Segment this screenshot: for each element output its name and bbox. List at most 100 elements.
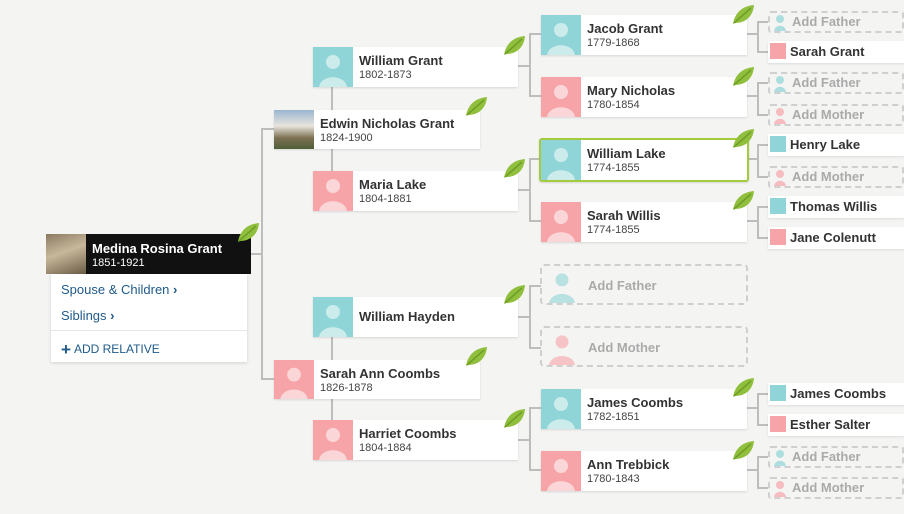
hint-leaf-icon[interactable] — [731, 4, 755, 26]
hint-leaf-icon[interactable] — [731, 190, 755, 212]
person-photo — [274, 110, 314, 149]
root-person-card[interactable]: Medina Rosina Grant 1851-1921 — [46, 234, 251, 274]
female-silhouette-icon — [541, 451, 581, 491]
add-mother-small[interactable]: Add Mother — [768, 166, 904, 188]
person-name: William Lake — [587, 146, 666, 161]
add-father-small[interactable]: Add Father — [768, 72, 904, 94]
male-silhouette-icon — [770, 198, 786, 214]
add-father-label: Add Father — [588, 278, 657, 293]
add-father-small[interactable]: Add Father — [768, 11, 904, 33]
person-dates: 1804-1881 — [359, 193, 412, 205]
person-name: Maria Lake — [359, 177, 427, 192]
person-dates: 1802-1873 — [359, 69, 412, 81]
male-silhouette-icon — [541, 140, 581, 180]
ancestor-small-esther-salter[interactable]: Esther Salter — [768, 414, 904, 436]
hint-leaf-icon[interactable] — [502, 158, 526, 180]
ancestor-small-sarah-grant[interactable]: Sarah Grant — [768, 41, 904, 63]
male-silhouette-icon — [770, 385, 786, 401]
person-photo — [46, 234, 86, 274]
male-silhouette-icon — [772, 448, 788, 466]
female-silhouette-icon — [772, 106, 788, 124]
hint-leaf-icon[interactable] — [731, 128, 755, 150]
hint-leaf-icon[interactable] — [502, 408, 526, 430]
person-name: Jacob Grant — [587, 21, 663, 36]
male-silhouette-icon — [313, 47, 353, 87]
male-silhouette-icon — [541, 389, 581, 429]
hint-leaf-icon[interactable] — [731, 377, 755, 399]
siblings-link[interactable]: Siblings › — [61, 308, 115, 323]
add-relative-button[interactable]: +ADD RELATIVE — [61, 340, 160, 359]
female-silhouette-icon — [770, 416, 786, 432]
plus-icon: + — [61, 340, 71, 359]
female-silhouette-icon — [313, 420, 353, 460]
menu-divider — [51, 330, 247, 331]
hint-leaf-icon[interactable] — [464, 346, 488, 368]
male-silhouette-icon — [770, 136, 786, 152]
male-silhouette-icon — [542, 266, 582, 303]
hint-leaf-icon[interactable] — [502, 35, 526, 57]
person-name: Harriet Coombs — [359, 426, 457, 441]
person-dates: 1804-1884 — [359, 442, 412, 454]
female-silhouette-icon — [772, 479, 788, 497]
person-dates: 1774-1855 — [587, 162, 640, 174]
maternal-grandfather-card[interactable]: William Hayden — [313, 297, 518, 337]
add-father-small[interactable]: Add Father — [768, 446, 904, 468]
person-dates: 1782-1851 — [587, 411, 640, 423]
person-name: Sarah Willis — [587, 208, 661, 223]
female-silhouette-icon — [770, 43, 786, 59]
female-silhouette-icon — [313, 171, 353, 211]
spouse-children-link[interactable]: Spouse & Children › — [61, 282, 178, 297]
person-dates: 1824-1900 — [320, 132, 373, 144]
hint-leaf-icon[interactable] — [502, 284, 526, 306]
person-name: Medina Rosina Grant — [92, 241, 223, 256]
male-silhouette-icon — [772, 74, 788, 92]
person-name: Mary Nicholas — [587, 83, 676, 98]
person-name: William Hayden — [359, 309, 455, 324]
female-silhouette-icon — [770, 229, 786, 245]
hint-leaf-icon[interactable] — [464, 96, 488, 118]
person-name: Ann Trebbick — [587, 457, 670, 472]
ancestor-small-james-coombs[interactable]: James Coombs — [768, 383, 904, 405]
person-dates: 1851-1921 — [92, 257, 145, 269]
ancestor-small-thomas-willis[interactable]: Thomas Willis — [768, 196, 904, 218]
person-dates: 1780-1843 — [587, 473, 640, 485]
female-silhouette-icon — [542, 328, 582, 365]
add-mother-label: Add Mother — [588, 340, 661, 355]
add-mother-card[interactable]: Add Mother — [540, 326, 748, 367]
female-silhouette-icon — [541, 77, 581, 117]
ancestor-small-jane-colenutt[interactable]: Jane Colenutt — [768, 227, 904, 249]
add-father-card[interactable]: Add Father — [540, 264, 748, 305]
person-name: William Grant — [359, 53, 443, 68]
female-silhouette-icon — [541, 202, 581, 242]
hint-leaf-icon[interactable] — [731, 440, 755, 462]
person-menu: Spouse & Children › Siblings › +ADD RELA… — [51, 274, 247, 362]
hint-leaf-icon[interactable] — [236, 222, 260, 244]
person-name: Sarah Ann Coombs — [320, 366, 441, 381]
person-dates: 1826-1878 — [320, 382, 373, 394]
ancestor-small-henry-lake[interactable]: Henry Lake — [768, 134, 904, 156]
hint-leaf-icon[interactable] — [731, 66, 755, 88]
add-mother-small[interactable]: Add Mother — [768, 477, 904, 499]
female-silhouette-icon — [772, 168, 788, 186]
person-dates: 1774-1855 — [587, 224, 640, 236]
person-dates: 1779-1868 — [587, 37, 640, 49]
person-name: James Coombs — [587, 395, 684, 410]
male-silhouette-icon — [313, 297, 353, 337]
male-silhouette-icon — [541, 15, 581, 55]
person-name: Edwin Nicholas Grant — [320, 116, 455, 131]
female-silhouette-icon — [274, 360, 314, 399]
add-mother-small[interactable]: Add Mother — [768, 104, 904, 126]
person-dates: 1780-1854 — [587, 99, 640, 111]
